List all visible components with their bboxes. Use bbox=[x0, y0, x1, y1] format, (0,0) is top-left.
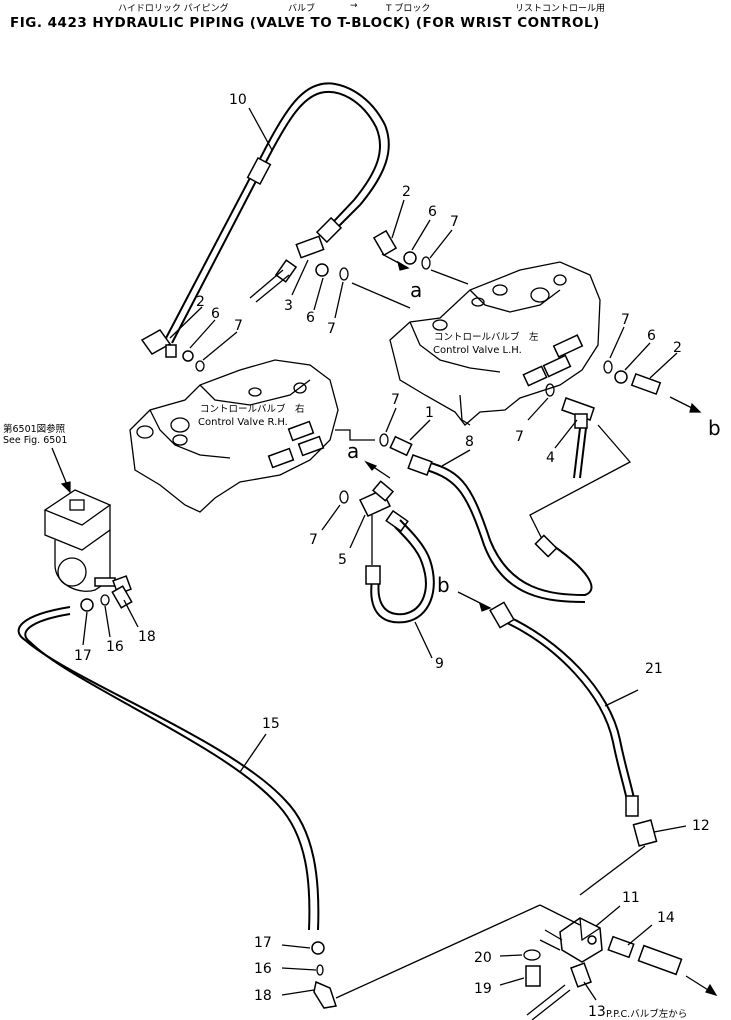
callout-19: 19 bbox=[474, 981, 492, 997]
hose-10 bbox=[164, 82, 390, 344]
callout-18: 18 bbox=[138, 629, 156, 645]
fittings-right-lh bbox=[603, 360, 702, 413]
callout-3: 3 bbox=[284, 298, 293, 314]
jp-title-valve: バルブ bbox=[288, 4, 316, 14]
parts-16-17-18-lower bbox=[311, 904, 541, 1009]
callout-14: 14 bbox=[657, 910, 675, 926]
fitting-12 bbox=[579, 819, 658, 896]
callout-21: 21 bbox=[645, 661, 663, 677]
tee-fitting-4 bbox=[529, 383, 632, 546]
elbow-fitting-2-left bbox=[140, 329, 205, 372]
jp-title-arrow: → bbox=[350, 1, 358, 11]
callout-15: 15 bbox=[262, 716, 280, 732]
callout-7: 7 bbox=[621, 312, 630, 328]
callout-16: 16 bbox=[254, 961, 272, 977]
callout-16: 16 bbox=[106, 639, 124, 655]
callout-2: 2 bbox=[196, 294, 205, 310]
callout-9: 9 bbox=[435, 656, 444, 672]
hose-9 bbox=[365, 519, 435, 624]
callout-6: 6 bbox=[306, 310, 315, 326]
marker-b-middle: b bbox=[437, 573, 450, 597]
marker-b-right: b bbox=[708, 416, 721, 440]
callout-7: 7 bbox=[327, 321, 336, 337]
rh-valve-jp-label: コントロールバルブ 右 bbox=[200, 403, 305, 415]
control-valve-rh bbox=[129, 359, 375, 513]
nipple-1-oring-7 bbox=[379, 433, 413, 457]
callout-6: 6 bbox=[428, 204, 437, 220]
swivel-joint-base bbox=[43, 489, 132, 595]
callout-20: 20 bbox=[474, 950, 492, 966]
callout-11: 11 bbox=[622, 890, 640, 906]
callout-2: 2 bbox=[673, 340, 682, 356]
nut-6-oring-7-mid bbox=[315, 263, 349, 281]
jp-title-piping: ハイドロリック パイピング bbox=[118, 4, 229, 14]
callout-17: 17 bbox=[74, 648, 92, 664]
callout-13: 13 bbox=[588, 1004, 606, 1020]
callout-17: 17 bbox=[254, 935, 272, 951]
leader-lines bbox=[82, 107, 687, 1001]
marker-a-upper: a bbox=[410, 278, 422, 302]
callout-1: 1 bbox=[425, 405, 434, 421]
hose-8 bbox=[407, 454, 593, 603]
lh-valve-jp-label: コントロールバルブ 左 bbox=[434, 331, 539, 343]
fitting-2-upper bbox=[372, 229, 431, 270]
callout-6: 6 bbox=[211, 306, 220, 322]
callout-8: 8 bbox=[465, 434, 474, 450]
control-valve-lh bbox=[389, 261, 601, 426]
callout-7: 7 bbox=[450, 214, 459, 230]
jp-title-wrist: リストコントロール用 bbox=[515, 4, 606, 14]
callout-10: 10 bbox=[229, 92, 247, 108]
connection-arrows bbox=[51, 253, 492, 612]
jp-title-tblock: T ブロック bbox=[386, 4, 431, 14]
callout-4: 4 bbox=[546, 450, 555, 466]
figure-title: FIG. 4423 HYDRAULIC PIPING (VALVE TO T-B… bbox=[10, 15, 600, 31]
see-fig-en: See Fig. 6501 bbox=[3, 435, 67, 446]
pipe-14 bbox=[607, 935, 718, 997]
parts-19-20-13 bbox=[523, 949, 592, 1020]
callout-2: 2 bbox=[402, 184, 411, 200]
callout-7: 7 bbox=[234, 318, 243, 334]
ppc-valve-note: P.P.C.バルブ左から bbox=[606, 1008, 687, 1020]
callout-7: 7 bbox=[309, 532, 318, 548]
t-block-11 bbox=[539, 904, 603, 963]
callout-5: 5 bbox=[338, 552, 347, 568]
rh-valve-en-label: Control Valve R.H. bbox=[198, 417, 288, 428]
japanese-title-row: ハイドロリック パイピング バルブ → T ブロック リストコントロール用 bbox=[0, 1, 731, 15]
callout-12: 12 bbox=[692, 818, 710, 834]
callout-7: 7 bbox=[515, 429, 524, 445]
lh-valve-en-label: Control Valve L.H. bbox=[433, 345, 522, 356]
parts-16-17-18-upper bbox=[80, 585, 133, 612]
hose-21 bbox=[489, 601, 639, 817]
see-fig-jp: 第6501図参照 bbox=[3, 423, 66, 435]
callout-18: 18 bbox=[254, 988, 272, 1004]
marker-a-lower: a bbox=[347, 439, 359, 463]
elbow-fitting-5 bbox=[339, 480, 409, 565]
callout-7: 7 bbox=[391, 392, 400, 408]
hose-15 bbox=[17, 606, 320, 931]
tee-fitting-3 bbox=[249, 235, 325, 303]
callout-6: 6 bbox=[647, 328, 656, 344]
